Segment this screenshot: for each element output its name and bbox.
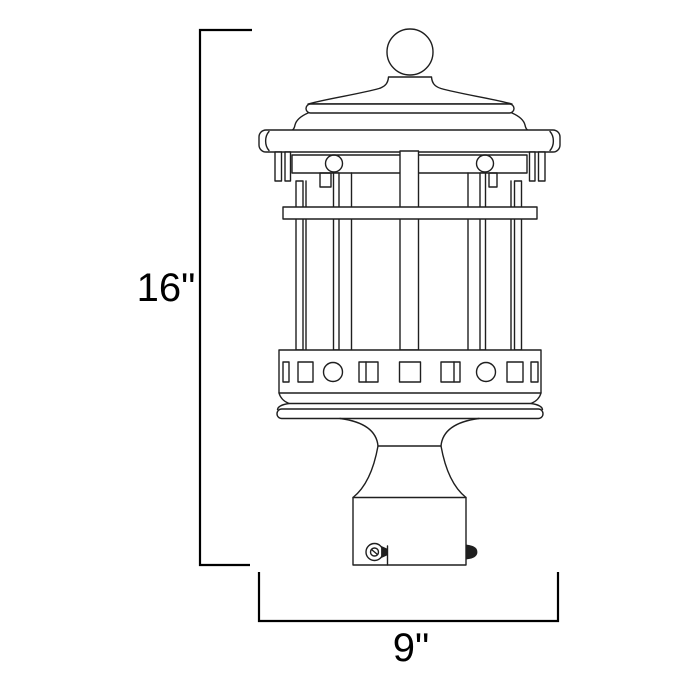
- frame-tab-outer-right: [537, 151, 546, 182]
- band-circle: [475, 361, 497, 383]
- brim-endcap-left: [264, 130, 270, 152]
- finial-ball: [386, 28, 434, 76]
- roof-brim: [258, 129, 561, 153]
- fitter-funnel: [339, 417, 480, 447]
- band-slot: [358, 361, 379, 383]
- cage-rail: [282, 206, 538, 220]
- width-dimension: 9": [257, 572, 560, 670]
- lantern-drawing: [258, 28, 561, 566]
- band-slot: [440, 361, 461, 383]
- frame-tab-inner-left: [284, 151, 292, 182]
- height-dimension: 16": [137, 28, 252, 567]
- frame-hook-left: [319, 172, 332, 188]
- band-slot: [398, 361, 422, 383]
- post-fitter: [339, 417, 480, 566]
- roof-neck-right: [511, 112, 529, 131]
- molding-cove-edge-left: [276, 402, 290, 411]
- frame-hook-right: [488, 172, 498, 188]
- band-slot: [282, 361, 290, 383]
- set-screw: [365, 542, 389, 566]
- band-slot: [530, 361, 539, 383]
- fitter-flare-right: [440, 445, 467, 499]
- height-dimension-line: [198, 28, 252, 567]
- roof-disc: [305, 103, 515, 114]
- base-molding: [276, 392, 544, 420]
- cage: [282, 150, 538, 351]
- set-screw-slot: [370, 548, 379, 556]
- roof-neck-left: [291, 112, 309, 131]
- fitter-flare-left: [352, 445, 379, 499]
- decorative-band: [278, 349, 542, 394]
- cage-bar-center: [399, 150, 420, 351]
- cage-bar-mid-left: [332, 172, 340, 351]
- height-dimension-label: 16": [137, 266, 196, 310]
- frame-tab-outer-left: [274, 151, 283, 182]
- frame-screw-right: [475, 154, 495, 173]
- frame-tab-inner-right: [528, 151, 536, 182]
- cage-bar-mid-right: [479, 172, 487, 351]
- molding-cove-edge-right: [530, 402, 544, 411]
- width-dimension-label: 9": [393, 626, 429, 670]
- roof-assembly: [258, 28, 561, 153]
- frame-screw-left: [324, 154, 344, 173]
- band-slot: [506, 361, 524, 383]
- roof-bell: [307, 76, 513, 105]
- molding-bead: [276, 408, 544, 420]
- brim-endcap-right: [549, 130, 555, 152]
- band-body: [278, 349, 542, 394]
- molding-cove: [278, 392, 542, 405]
- set-screw-inner: [369, 547, 380, 557]
- band-slot: [297, 361, 314, 383]
- width-dimension-line: [257, 572, 560, 623]
- side-knob: [466, 544, 478, 560]
- band-circle: [322, 361, 344, 383]
